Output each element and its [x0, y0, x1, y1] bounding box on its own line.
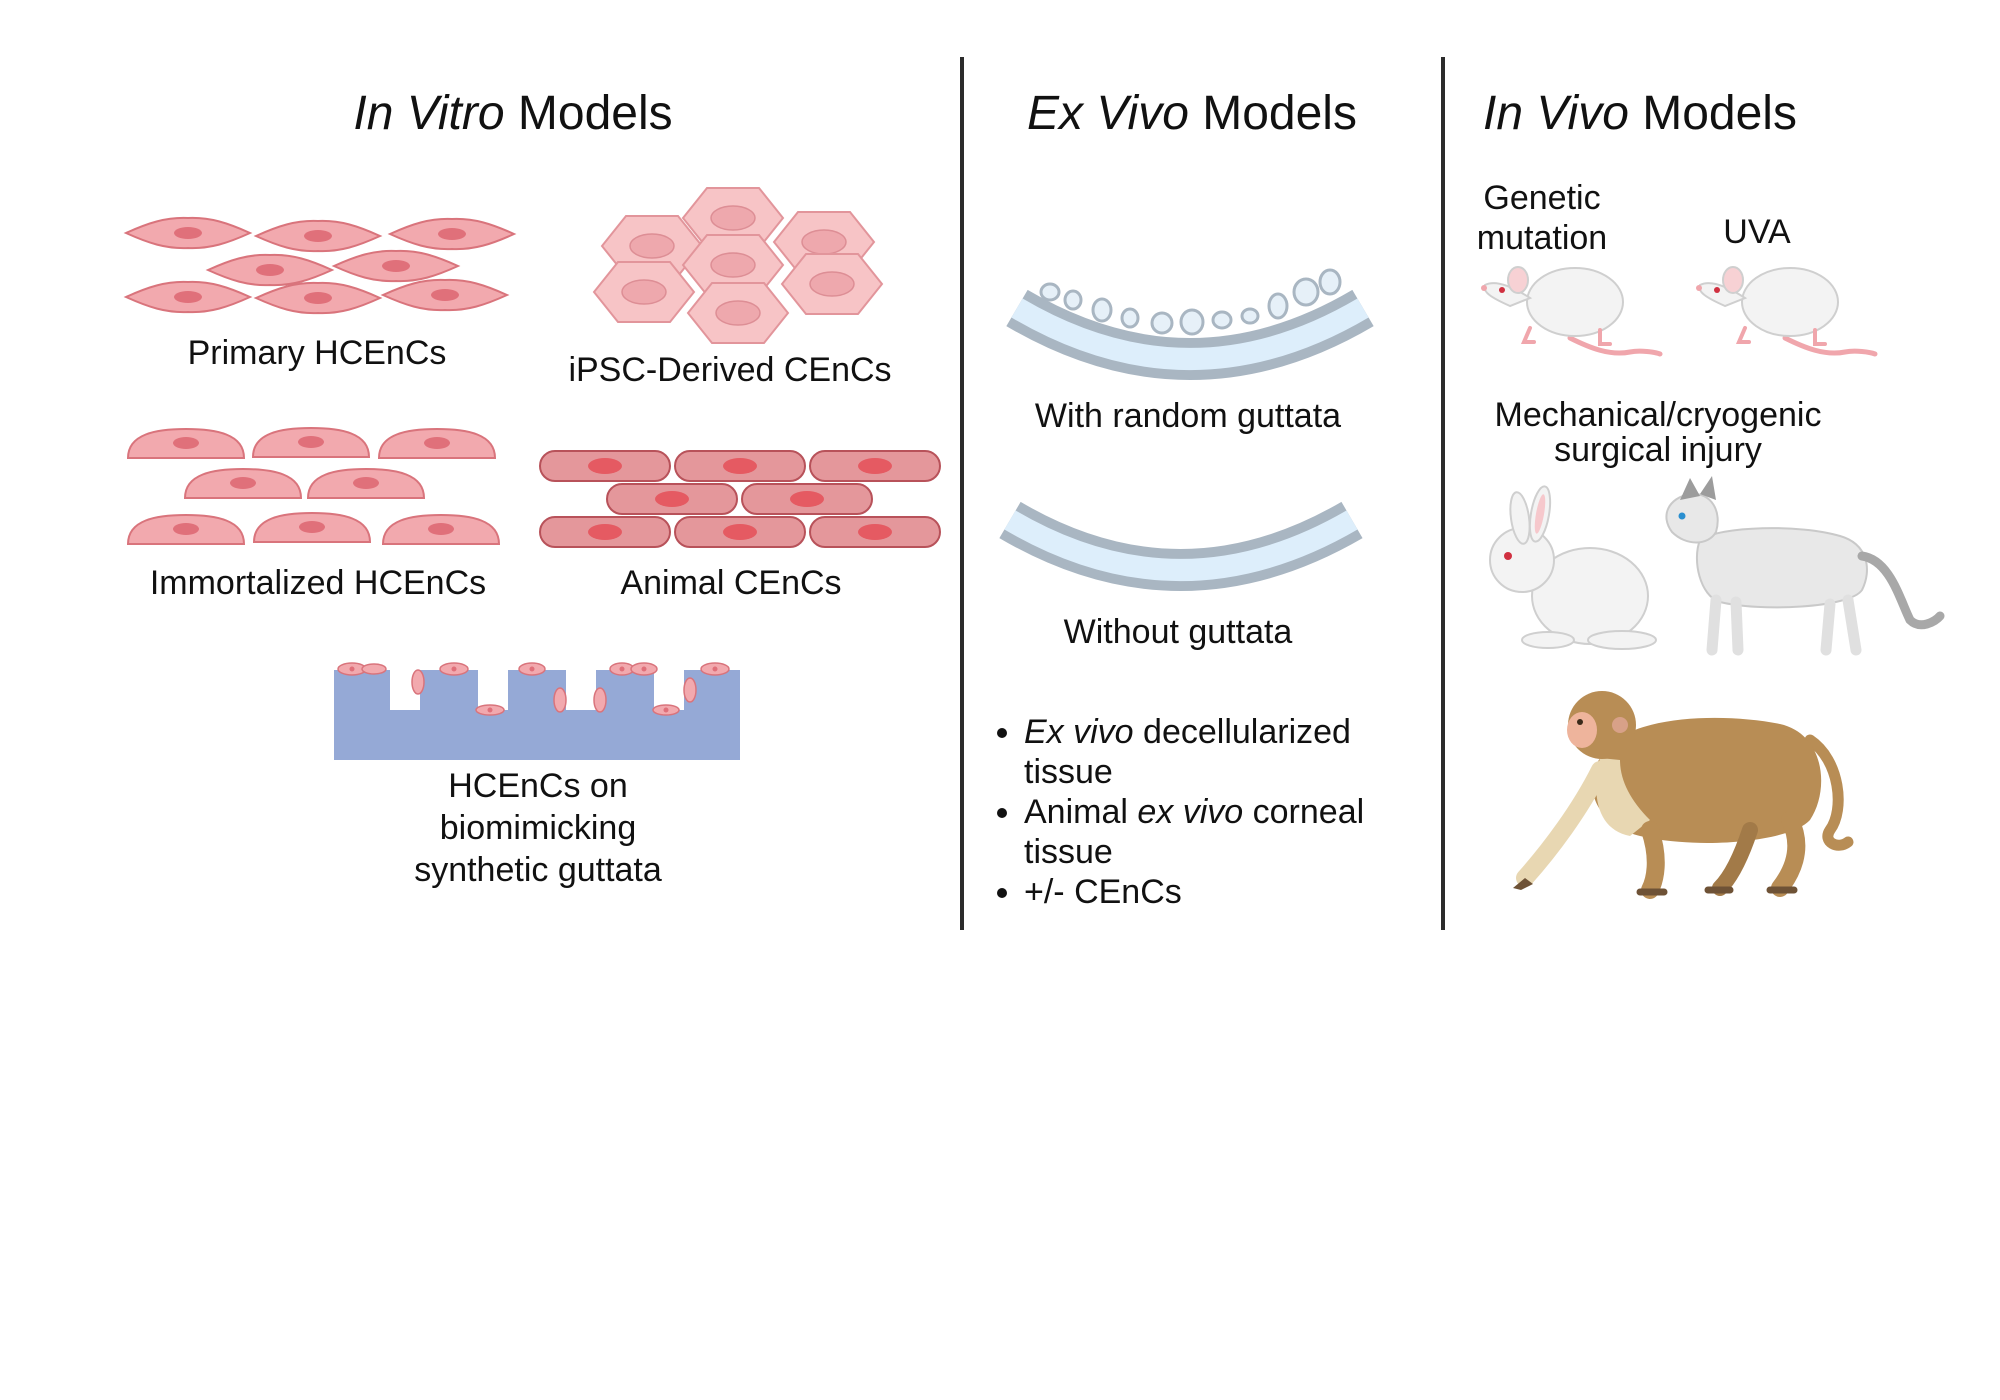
bullet-item: +/- CEnCs: [1024, 872, 1444, 912]
ex-vivo-title: Ex Vivo Models: [1027, 87, 1357, 141]
ipsc-cencs-cells: [593, 187, 883, 344]
bullet-text: decellularized tissue: [1024, 713, 1351, 791]
primary-hcencs-label: Primary HCEnCs: [187, 334, 447, 372]
immortalized-hcencs-label: Immortalized HCEnCs: [149, 564, 487, 602]
in-vitro-title-rest: Models: [504, 87, 673, 140]
without-guttata-label: Without guttata: [1063, 613, 1293, 651]
in-vivo-title-italic: In Vivo: [1483, 87, 1629, 140]
in-vivo-title: In Vivo Models: [1483, 87, 1797, 141]
animal-cencs-cells: [539, 450, 941, 548]
rat-genetic-mutation: [1481, 267, 1660, 354]
synthetic-guttata-label: HCEnCs on biomimicking synthetic guttata: [414, 765, 662, 891]
uva-label: UVA: [1723, 213, 1791, 251]
ex-vivo-bullet-list: Ex vivo decellularized tissue Animal ex …: [990, 712, 1444, 912]
ipsc-cencs-label: iPSC-Derived CEnCs: [568, 351, 892, 389]
primary-hcencs-cells: [125, 216, 515, 315]
immortalized-hcencs-cells: [127, 427, 500, 545]
bullet-text: corneal tissue: [1024, 793, 1365, 871]
rat-uva: [1696, 267, 1875, 354]
surgical-injury-label: Mechanical/cryogenic surgical injury: [1495, 398, 1822, 468]
genetic-mutation-label: Genetic mutation: [1477, 178, 1607, 258]
cat: [1665, 476, 1945, 656]
surgical-injury-line: surgical injury: [1554, 431, 1762, 469]
genetic-mutation-line: mutation: [1476, 219, 1608, 257]
surgical-injury-line: Mechanical/cryogenic: [1494, 396, 1822, 434]
bullet-text: Animal: [1024, 793, 1138, 831]
animal-cencs-label: Animal CEnCs: [620, 564, 842, 602]
rabbit: [1489, 485, 1657, 650]
ex-vivo-title-rest: Models: [1188, 87, 1357, 140]
bullet-italic: Ex vivo: [1024, 713, 1134, 751]
bullet-text: +/- CEnCs: [1024, 873, 1182, 911]
synthetic-guttata-substrate: [334, 662, 740, 760]
monkey: [1513, 691, 1854, 899]
bullet-item: Animal ex vivo corneal tissue: [1024, 792, 1444, 872]
cornea-with-guttata: [1006, 268, 1374, 380]
ex-vivo-title-italic: Ex Vivo: [1027, 87, 1189, 140]
synthetic-guttata-label-line: biomimicking: [439, 809, 637, 847]
in-vitro-title: In Vitro Models: [353, 87, 673, 141]
bullet-item: Ex vivo decellularized tissue: [1024, 712, 1444, 792]
synthetic-guttata-label-line: HCEnCs on: [448, 767, 628, 805]
genetic-mutation-line: Genetic: [1483, 179, 1601, 217]
cornea-without-guttata: [999, 501, 1363, 591]
bullet-italic: ex vivo: [1137, 793, 1244, 831]
in-vitro-title-italic: In Vitro: [353, 87, 505, 140]
in-vivo-title-rest: Models: [1628, 87, 1797, 140]
synthetic-guttata-label-line: synthetic guttata: [414, 851, 662, 889]
with-guttata-label: With random guttata: [1034, 397, 1342, 435]
